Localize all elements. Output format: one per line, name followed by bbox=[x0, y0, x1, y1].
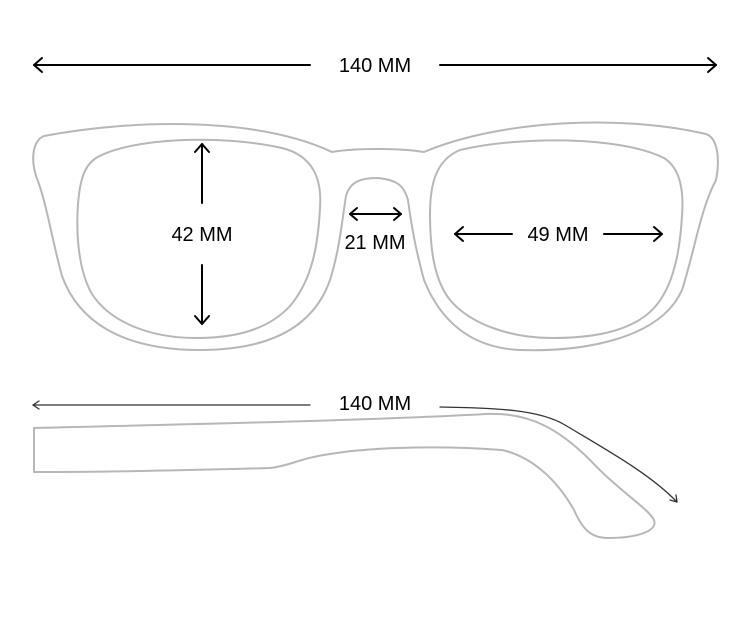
lens-width-label: 49 MM bbox=[527, 224, 588, 246]
lens-width-dimension: 49 MM bbox=[454, 224, 663, 246]
temple-length-arrowhead-right bbox=[669, 494, 678, 503]
front-width-dimension: 140 MM bbox=[33, 55, 717, 77]
lens-height-dimension: 42 MM bbox=[171, 143, 233, 325]
lens-width-arrowhead-right bbox=[653, 226, 663, 242]
side-view: 140 MM bbox=[32, 393, 678, 539]
front-width-label: 140 MM bbox=[339, 55, 411, 77]
front-view: 140 MM 42 MM 21 MM 49 MM bbox=[32, 55, 719, 352]
bridge-width-arrowhead-right bbox=[393, 207, 402, 221]
lens-height-arrowhead-bottom bbox=[194, 315, 210, 325]
temple-length-arrowhead-left bbox=[32, 400, 40, 410]
left-lens-outline bbox=[76, 138, 322, 339]
bridge-width-label: 21 MM bbox=[344, 232, 405, 254]
front-width-arrowhead-left bbox=[33, 57, 43, 73]
frame-front-outline bbox=[32, 121, 719, 352]
bridge-width-dimension: 21 MM bbox=[344, 207, 406, 254]
temple-length-label: 140 MM bbox=[339, 393, 411, 415]
temple-arm-outline bbox=[33, 412, 656, 539]
temple-length-dimension: 140 MM bbox=[32, 393, 678, 503]
lens-height-label: 42 MM bbox=[171, 224, 232, 246]
lens-height-arrowhead-top bbox=[194, 143, 210, 153]
lens-width-arrowhead-left bbox=[454, 226, 464, 242]
temple-length-curve-right bbox=[439, 406, 678, 503]
right-lens-outline bbox=[429, 139, 684, 339]
front-width-arrowhead-right bbox=[707, 57, 717, 73]
bridge-width-arrowhead-left bbox=[349, 207, 358, 221]
